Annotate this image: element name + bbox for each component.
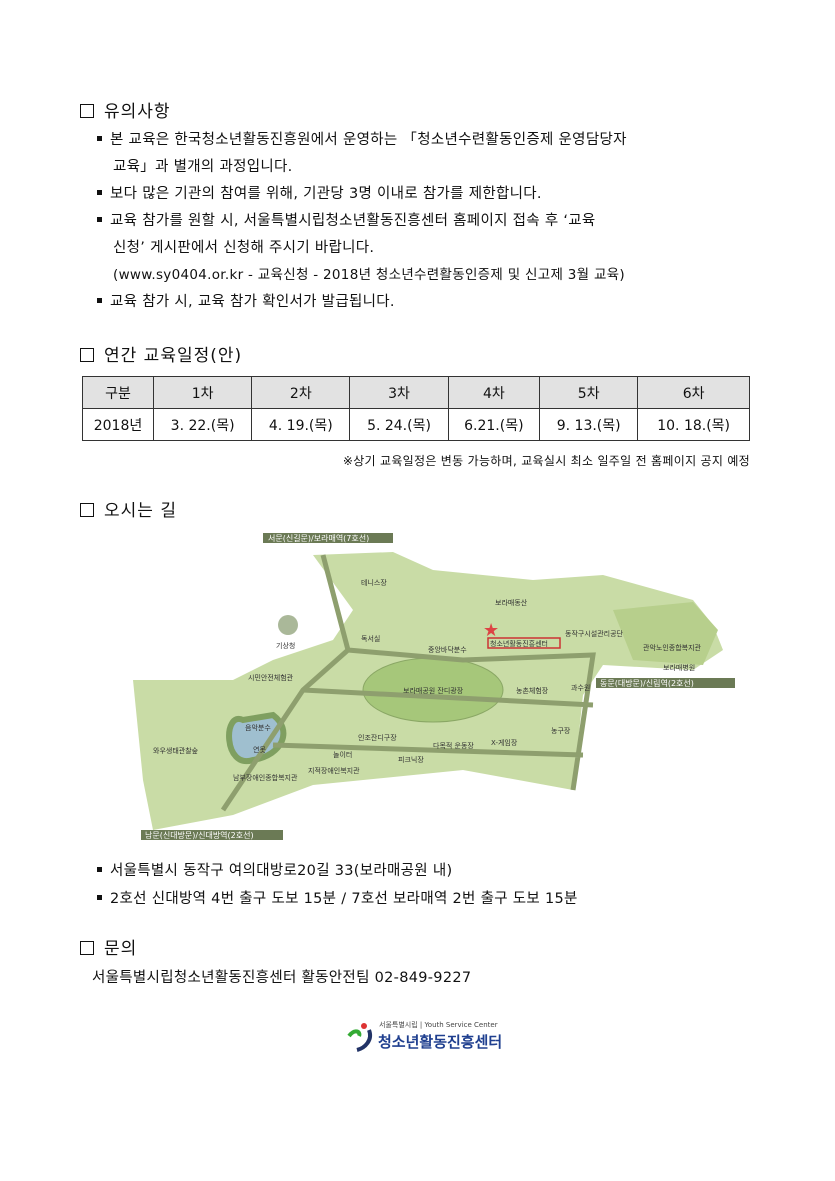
map-label: 독서실 (361, 634, 380, 643)
schedule-heading: 연간 교육일정(안) (80, 341, 242, 366)
note-text: 교육 참가 시, 교육 참가 확인서가 발급됩니다. (110, 294, 395, 310)
col-header: 구분 (82, 376, 154, 409)
note-item-1-cont: 교육」과 별개의 과정입니다. (113, 159, 293, 175)
notes-heading-text: 유의사항 (104, 102, 171, 122)
bullet-icon (97, 136, 102, 141)
map-label: 남부장애인종합복지관 (233, 773, 298, 782)
map-label: 동작구시설관리공단 (565, 629, 624, 638)
checkbox-square-icon (80, 941, 94, 955)
checkbox-square-icon (80, 348, 94, 362)
map-label: 시민안전체험관 (248, 673, 294, 682)
map-label: 보라매공원 잔디광장 (403, 686, 464, 695)
destination-label: 청소년활동진흥센터 (490, 639, 548, 648)
park-map: ★ 서문(신길문)/보라매역(7호선) 동문(대방문)/신림역(2호선) 남문(… (133, 533, 735, 840)
map-label: 관악노인종합복지관 (643, 643, 702, 652)
gate-south-label-bg (141, 830, 283, 840)
logo-name: 청소년활동진흥센터 (378, 1033, 503, 1051)
transit-item: 2호선 신대방역 4번 출구 도보 15분 / 7호선 보라매역 2번 출구 도… (97, 887, 578, 908)
map-label: 놀이터 (333, 750, 352, 759)
map-label: 다목적 운동장 (433, 741, 474, 750)
col-header: 5차 (539, 376, 639, 409)
table-row: 2018년 3. 22.(목) 4. 19.(목) 5. 24.(목) 6.21… (82, 408, 750, 441)
note-item-2: 보다 많은 기관의 참여를 위해, 기관당 3명 이내로 참가를 제한합니다. (97, 182, 542, 203)
map-label: 농구장 (551, 726, 571, 735)
logo-subtitle: 서울특별시립 | Youth Service Center (379, 1021, 498, 1029)
contact-heading-text: 문의 (104, 939, 138, 959)
bullet-icon (97, 217, 102, 222)
note-item-3-link: (www.sy0404.or.kr - 교육신청 - 2018년 청소년수련활동… (113, 267, 625, 283)
destination-star-icon: ★ (483, 620, 499, 641)
pond (226, 711, 287, 765)
gate-south-label: 남문(신대방문)/신대방역(2호선) (145, 830, 254, 840)
note-item-3: 교육 참가를 원할 시, 서울특별시립청소년활동진흥센터 홈페이지 접속 후 ‘… (97, 209, 596, 230)
bullet-icon (97, 895, 102, 900)
bullet-icon (97, 298, 102, 303)
map-label: 테니스장 (361, 578, 387, 587)
note-item-3-cont: 신청’ 게시판에서 신청해 주시기 바랍니다. (113, 240, 375, 256)
notes-heading: 유의사항 (80, 97, 171, 122)
col-header: 2차 (251, 376, 351, 409)
organization-logo: 서울특별시립 | Youth Service Center 청소년활동진흥센터 (347, 1018, 502, 1054)
note-text: 본 교육은 한국청소년활동진흥원에서 운영하는 「청소년수련활동인증제 운영담당… (110, 132, 627, 148)
cell: 4. 19.(목) (251, 408, 351, 441)
address-item: 서울특별시 동작구 여의대방로20길 33(보라매공원 내) (97, 859, 452, 880)
park-east-area (613, 602, 718, 665)
map-label: 보라매동산 (495, 598, 528, 607)
cell: 10. 18.(목) (637, 408, 750, 441)
gate-east-label-bg (596, 678, 735, 688)
note-item-4: 교육 참가 시, 교육 참가 확인서가 발급됩니다. (97, 290, 395, 311)
map-label: 피크닉장 (398, 755, 424, 764)
transit-text: 2호선 신대방역 4번 출구 도보 15분 / 7호선 보라매역 2번 출구 도… (110, 891, 578, 907)
map-label: 지적장애인복지관 (308, 766, 360, 775)
col-header: 1차 (152, 376, 253, 409)
gate-east-label: 동문(대방문)/신림역(2호선) (600, 678, 694, 688)
map-label: 연못 (253, 746, 266, 754)
destination-box (487, 637, 561, 649)
map-label: 와우생태관찰숲 (153, 746, 199, 755)
directions-heading: 오시는 길 (80, 496, 177, 521)
checkbox-square-icon (80, 503, 94, 517)
map-label: 과수원 (571, 683, 590, 692)
weather-station-mark (278, 615, 298, 635)
logo-emblem-icon (347, 1023, 372, 1052)
contact-heading: 문의 (80, 934, 137, 959)
checkbox-square-icon (80, 104, 94, 118)
map-label: X-게임장 (491, 738, 518, 747)
park-roads (220, 554, 596, 812)
map-label: 인조잔디구장 (358, 733, 397, 742)
map-label: 보라매병원 (663, 663, 695, 672)
gate-west-label: 서문(신길문)/보라매역(7호선) (268, 533, 369, 543)
cell: 2018년 (82, 408, 154, 441)
note-text: 교육 참가를 원할 시, 서울특별시립청소년활동진흥센터 홈페이지 접속 후 ‘… (110, 213, 596, 229)
schedule-note: ※상기 교육일정은 변동 가능하며, 교육실시 최소 일주일 전 홈페이지 공지… (342, 454, 750, 468)
cell: 9. 13.(목) (539, 408, 639, 441)
bullet-icon (97, 867, 102, 872)
col-header: 3차 (349, 376, 449, 409)
logo-subtitle-korean: 서울특별시립 (379, 1021, 418, 1029)
cell: 5. 24.(목) (349, 408, 449, 441)
logo-subtitle-english: Youth Service Center (424, 1021, 498, 1029)
schedule-table: 구분 1차 2차 3차 4차 5차 6차 2018년 3. 22.(목) 4. … (82, 376, 750, 441)
map-label: 기상청 (276, 641, 295, 650)
gate-west-label-bg (263, 533, 393, 543)
cell: 6.21.(목) (447, 408, 541, 441)
table-header-row: 구분 1차 2차 3차 4차 5차 6차 (82, 376, 750, 409)
contact-text: 서울특별시립청소년활동진흥센터 활동안전팀 02-849-9227 (92, 970, 472, 986)
bullet-icon (97, 190, 102, 195)
map-label: 음악분수 (245, 724, 271, 732)
col-header: 6차 (637, 376, 750, 409)
note-text: 보다 많은 기관의 참여를 위해, 기관당 3명 이내로 참가를 제한합니다. (110, 186, 542, 202)
map-label: 농촌체험장 (516, 686, 549, 695)
map-label: 중앙바닥분수 (428, 645, 467, 654)
address-text: 서울특별시 동작구 여의대방로20길 33(보라매공원 내) (110, 863, 453, 879)
schedule-heading-text: 연간 교육일정(안) (104, 346, 243, 366)
note-item-1: 본 교육은 한국청소년활동진흥원에서 운영하는 「청소년수련활동인증제 운영담당… (97, 128, 627, 149)
col-header: 4차 (447, 376, 541, 409)
cell: 3. 22.(목) (152, 408, 253, 441)
directions-heading-text: 오시는 길 (104, 501, 177, 521)
